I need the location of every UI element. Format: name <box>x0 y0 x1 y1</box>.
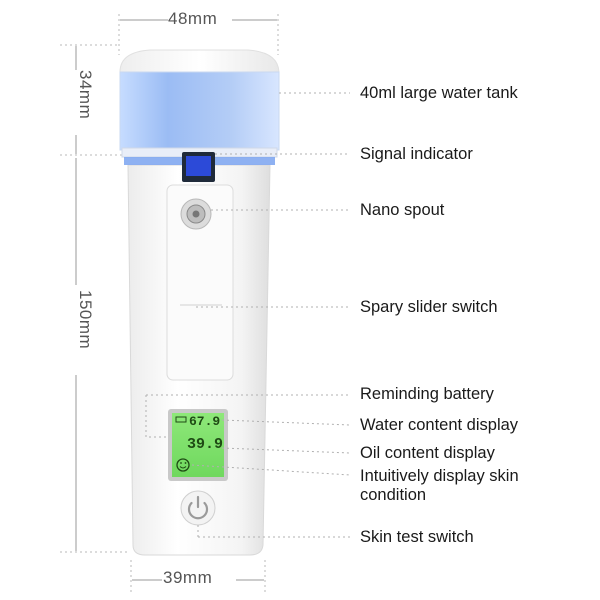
label-reminding-battery: Reminding battery <box>360 385 494 403</box>
leader-lines <box>145 92 351 538</box>
label-water-content: Water content display <box>360 416 519 434</box>
slider-panel <box>166 184 234 381</box>
dimension-guides <box>60 14 279 595</box>
label-skin-test-switch: Skin test switch <box>360 528 474 546</box>
lcd-screen <box>172 413 224 477</box>
label-water-tank: 40ml large water tank <box>360 84 518 102</box>
label-slider-switch: Spary slider switch <box>360 298 498 316</box>
label-nano-spout: Nano spout <box>360 201 445 219</box>
water-tank <box>119 71 280 151</box>
dimension-lines <box>75 19 277 581</box>
label-oil-content: Oil content display <box>360 444 495 462</box>
dim-total-height: 150mm <box>76 290 95 350</box>
lcd-line2: 39.9 <box>187 436 224 453</box>
dim-bottom-width: 39mm <box>163 568 213 587</box>
lcd-line1: 67.9 <box>189 414 221 429</box>
power-icon <box>187 501 209 520</box>
device <box>119 49 280 556</box>
dim-top-width: 48mm <box>168 9 218 28</box>
label-skin-condition: Intuitively display skin condition <box>360 467 519 504</box>
signal-indicator-light <box>186 156 211 176</box>
device-cap <box>119 49 280 73</box>
dim-tank-height: 34mm <box>76 70 95 120</box>
label-signal-indicator: Signal indicator <box>360 145 473 163</box>
smiley-icon <box>176 458 190 472</box>
